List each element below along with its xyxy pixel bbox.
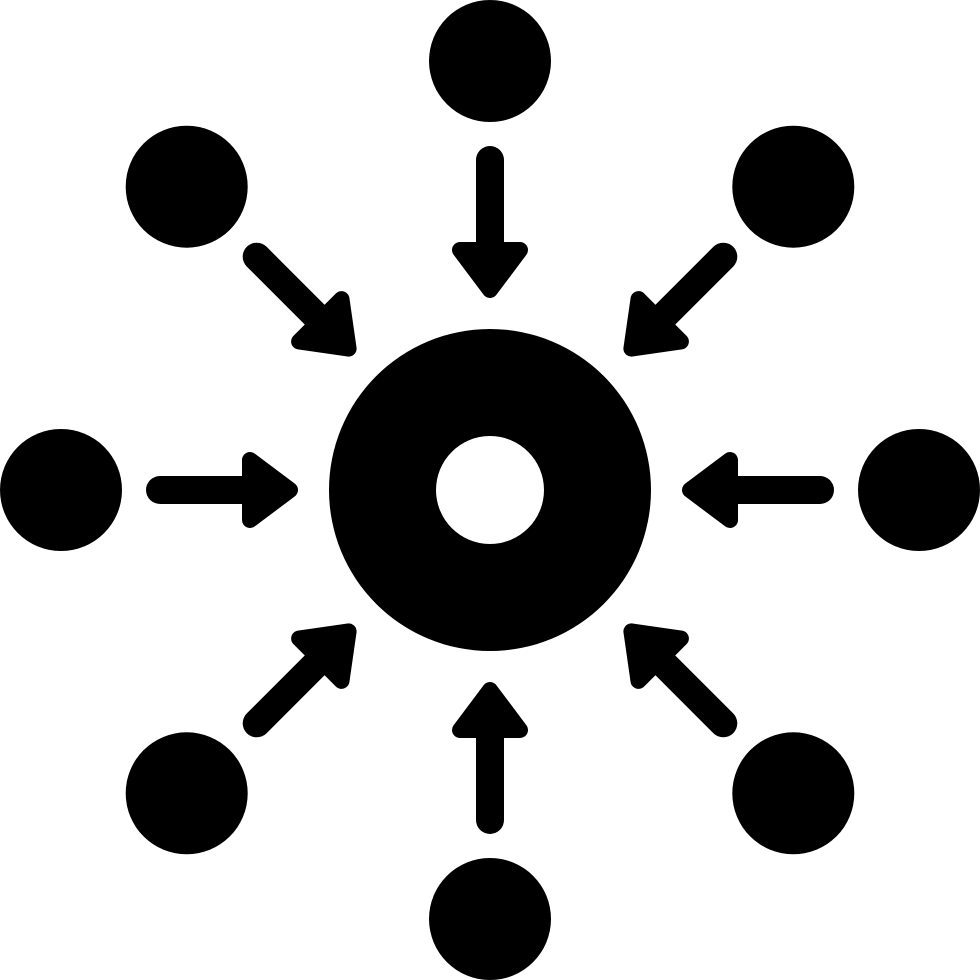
outer-node-top <box>429 0 551 122</box>
outer-node-left <box>0 429 122 551</box>
center-ring <box>329 329 651 651</box>
arrow-bottom-icon <box>452 682 528 834</box>
arrow-right-icon <box>682 452 834 528</box>
arrow-bottom-left-icon <box>242 623 357 738</box>
arrow-shaft <box>641 641 738 738</box>
arrow-top-icon <box>452 146 528 298</box>
arrow-head <box>291 291 357 357</box>
center-ring-hole <box>436 436 544 544</box>
outer-node-bottom-right <box>732 732 855 855</box>
arrow-top-right-icon <box>623 242 738 357</box>
arrow-top-left-icon <box>242 242 357 357</box>
arrow-head <box>682 452 738 528</box>
arrow-head <box>452 242 528 298</box>
outer-node-top-right <box>732 125 855 248</box>
arrow-shaft <box>242 641 339 738</box>
arrow-head <box>623 623 689 689</box>
arrow-head <box>242 452 298 528</box>
arrow-left-icon <box>146 452 298 528</box>
arrow-head <box>452 682 528 738</box>
inward-arrows <box>146 146 834 834</box>
arrow-head <box>623 291 689 357</box>
outer-node-bottom <box>429 858 551 980</box>
arrow-bottom-right-icon <box>623 623 738 738</box>
outer-node-top-left <box>125 125 248 248</box>
arrow-shaft <box>641 242 738 339</box>
arrow-shaft <box>242 242 339 339</box>
outer-node-bottom-left <box>125 732 248 855</box>
outer-node-right <box>858 429 980 551</box>
arrow-head <box>291 623 357 689</box>
